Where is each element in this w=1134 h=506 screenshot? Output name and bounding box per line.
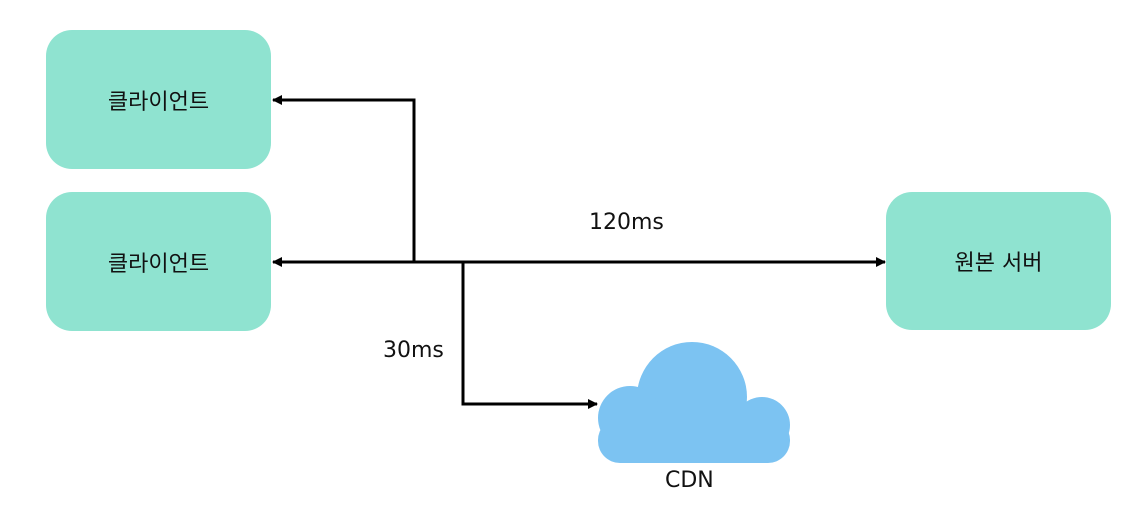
client-node-bottom-label: 클라이언트 (107, 251, 210, 277)
cdn-label: CDN (665, 468, 714, 493)
arrow-to-cdn (461, 262, 598, 409)
client-node-top-label: 클라이언트 (107, 89, 210, 115)
client-node-bottom[interactable]: 클라이언트 (46, 192, 271, 331)
arrow-to-client-top (272, 95, 416, 262)
origin-server-node[interactable]: 원본 서버 (886, 192, 1111, 330)
client-node-top[interactable]: 클라이언트 (46, 30, 271, 169)
cloud-icon (598, 342, 790, 463)
cdn-latency-label: 30ms (383, 338, 444, 363)
origin-latency-label: 120ms (589, 210, 664, 235)
origin-server-label: 원본 서버 (954, 251, 1043, 276)
